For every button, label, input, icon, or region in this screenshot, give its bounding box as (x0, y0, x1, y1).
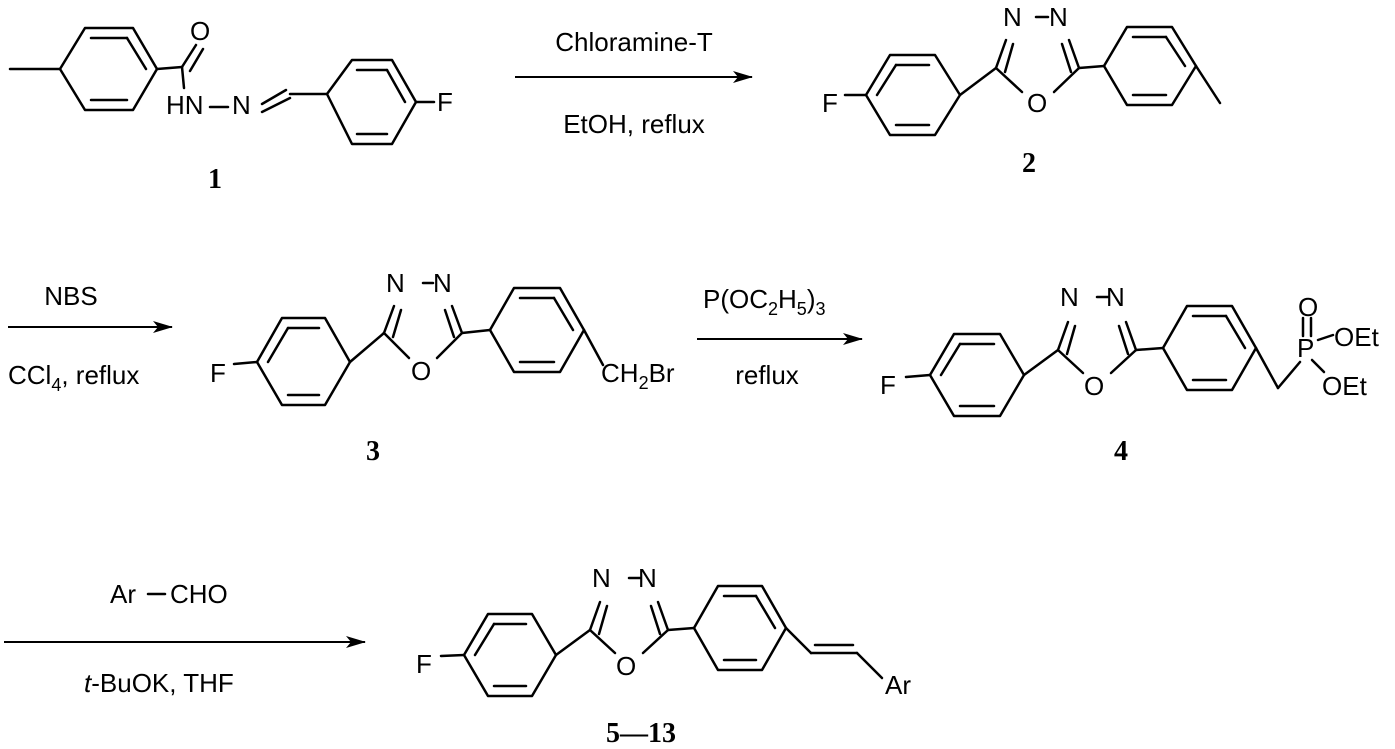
atom-n: N (433, 268, 452, 298)
atom-n: N (1003, 2, 1022, 32)
compound-label-4: 4 (1114, 436, 1128, 467)
reagent-triethyl-phosphite: P(OC2H5)3 (703, 284, 826, 319)
atom-f: F (822, 88, 838, 118)
atom-f: F (210, 358, 226, 388)
atom-o: O (1027, 88, 1047, 118)
group-ch2br-main: CH (601, 358, 639, 388)
reagent-triethyl-phosphite-sub3: 3 (815, 299, 825, 319)
atom-f: F (416, 649, 432, 679)
group-oet-2: OEt (1322, 371, 1368, 401)
atom-n: N (592, 563, 611, 593)
reagent-chloramine-t: Chloramine-T (555, 27, 713, 57)
atom-phosphoryl-o: O (1298, 292, 1318, 322)
atom-o: O (411, 356, 431, 386)
atom-n: N (1106, 282, 1125, 312)
condition-ccl4-reflux-tail: , reflux (61, 360, 139, 390)
reagent-nbs: NBS (44, 281, 97, 311)
compound-2-structure: N N O F (822, 2, 1222, 137)
atom-n: N (386, 268, 405, 298)
reagent-triethyl-phosphite-sub1: 2 (768, 299, 778, 319)
group-ar: Ar (885, 670, 911, 700)
reagent-triethyl-phosphite-tail: ) (807, 284, 816, 314)
compound-label-2: 2 (1022, 148, 1036, 179)
reagent-triethyl-phosphite-main: P(OC (703, 284, 768, 314)
atom-n: N (232, 90, 251, 120)
compound-label-1: 1 (208, 164, 222, 195)
atom-p: P (1297, 333, 1314, 363)
condition-ccl4-reflux: CCl4, reflux (8, 360, 139, 395)
compound-3-structure: N N O F CH2Br (210, 268, 675, 407)
reagent-ar-cho: Ar (110, 579, 136, 609)
compound-5-13-structure: N N O F Ar (416, 563, 911, 700)
group-ch2br-tail: Br (649, 358, 675, 388)
atom-f: F (880, 370, 896, 400)
condition-tbuok-italic: t (84, 668, 93, 698)
condition-etoh-reflux: EtOH, reflux (563, 109, 705, 139)
atom-o: O (1084, 371, 1104, 401)
group-ch2br: CH2Br (601, 358, 675, 393)
atom-hn: HN (166, 90, 204, 120)
compound-4-structure: N N O F O P OEt OEt (880, 282, 1380, 418)
compound-1-structure: O HN N F (8, 16, 453, 146)
condition-reflux: reflux (735, 360, 799, 390)
atom-n: N (1049, 2, 1068, 32)
compound-label-3: 3 (366, 436, 380, 467)
compound-label-5-13: 5—13 (606, 718, 676, 749)
condition-tbuok-thf: t-BuOK, THF (84, 668, 234, 698)
reagent-ar: Ar (110, 579, 136, 609)
group-oet-1: OEt (1334, 322, 1380, 352)
atom-f: F (437, 87, 453, 117)
atom-o: O (190, 16, 210, 46)
reagent-triethyl-phosphite-sub2: 5 (797, 299, 807, 319)
condition-tbuok-tail: -BuOK, THF (91, 668, 234, 698)
condition-ccl4-reflux-sub: 4 (51, 375, 61, 395)
condition-ccl4-reflux-main: CCl (8, 360, 51, 390)
reagent-triethyl-phosphite-mid: H (778, 284, 797, 314)
atom-n: N (638, 563, 657, 593)
atom-o: O (616, 651, 636, 681)
reagent-cho: CHO (170, 579, 228, 609)
group-ch2br-sub: 2 (639, 373, 649, 393)
atom-n: N (1060, 282, 1079, 312)
